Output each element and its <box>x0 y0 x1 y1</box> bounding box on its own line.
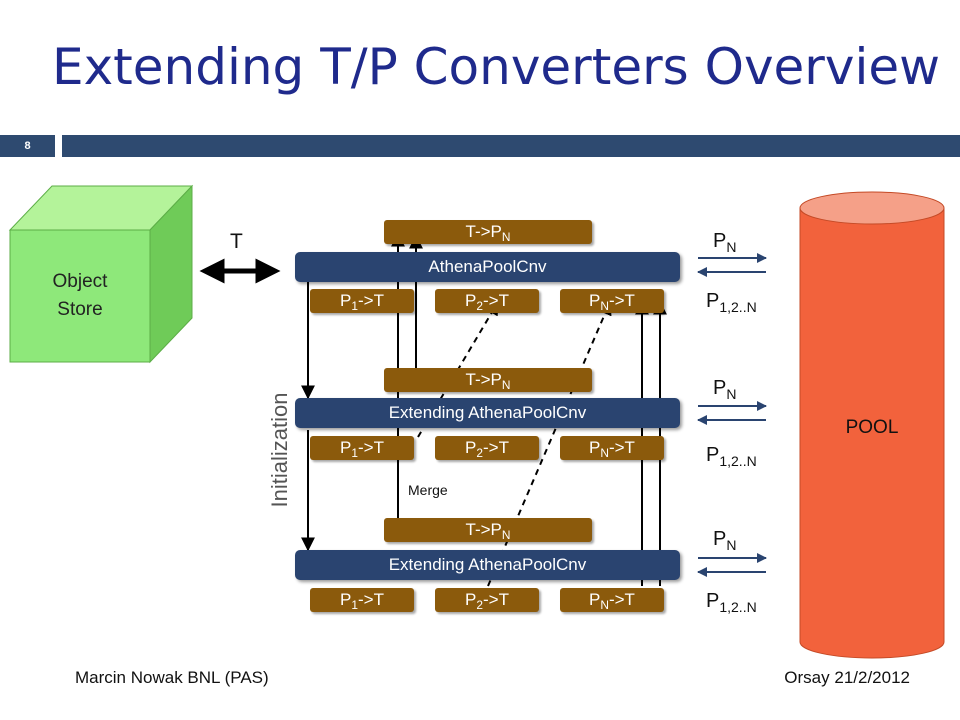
tier3-pn-label: PN <box>713 528 737 553</box>
tier2-p1-post: ->T <box>357 438 384 457</box>
tier2-pn-pre: P <box>589 438 601 457</box>
footer-date: Orsay 21/2/2012 <box>784 668 910 687</box>
object-store-line2: Store <box>57 299 103 320</box>
tier3-pn-box: PN->T <box>560 588 664 612</box>
tier1-p2-post: ->T <box>482 291 509 310</box>
tier2-p12n-label: P1,2..N <box>706 444 757 469</box>
tier1-p12n-label: P1,2..N <box>706 290 757 315</box>
tier3-converter-label: Extending AthenaPoolCnv <box>388 555 587 574</box>
exchange-arrows-1 <box>697 253 767 277</box>
tier1-p1-box: P1->T <box>310 289 414 313</box>
dashed-arrow-2 <box>487 300 612 587</box>
tier2-pn-sub: N <box>600 446 609 461</box>
pool-cylinder <box>799 191 945 659</box>
tier1-p2-sub: 2 <box>476 299 483 314</box>
object-store-line1: Object <box>52 271 108 292</box>
tier3-p2-post: ->T <box>482 590 509 609</box>
tier1-pn-label: PN <box>713 230 737 255</box>
tier2-p1-sub: 1 <box>351 446 358 461</box>
tier1-pn-pre: P <box>589 291 601 310</box>
tier3-p1-post: ->T <box>357 590 384 609</box>
object-store-label: Object Store <box>10 268 150 324</box>
tier1-p1-post: ->T <box>357 291 384 310</box>
tier3-pn-post: ->T <box>608 590 635 609</box>
initialization-label: Initialization <box>267 392 292 508</box>
tier2-converter-label: Extending AthenaPoolCnv <box>388 403 587 422</box>
tier2-p1-pre: P <box>340 438 352 457</box>
tier3-pn-sub: N <box>600 598 609 613</box>
pool-label: POOL <box>845 417 899 438</box>
tier2-p2-post: ->T <box>482 438 509 457</box>
tier2-p2-pre: P <box>465 438 477 457</box>
object-store-cube <box>8 184 194 364</box>
tier3-t-to-pn-main: T->P <box>465 520 502 539</box>
page-number: 8 <box>24 140 31 152</box>
tier2-t-to-pn-sub: N <box>501 378 511 393</box>
merge-label: Merge <box>408 482 448 498</box>
exchange-arrows-2 <box>697 401 767 425</box>
tier2-pn-label: PN <box>713 377 737 402</box>
tier1-t-to-pn-sub: N <box>501 230 511 245</box>
tier1-p2-box: P2->T <box>435 289 539 313</box>
tier3-p2-box: P2->T <box>435 588 539 612</box>
tier2-t-to-pn-box: T->PN <box>384 368 592 392</box>
tier2-converter-box: Extending AthenaPoolCnv <box>295 398 680 428</box>
tier1-p2-pre: P <box>465 291 477 310</box>
tier2-p1-box: P1->T <box>310 436 414 460</box>
t-label: T <box>230 230 243 253</box>
header-bar <box>62 135 960 157</box>
tier1-t-to-pn-box: T->PN <box>384 220 592 244</box>
tier3-p1-sub: 1 <box>351 598 358 613</box>
tier3-p1-box: P1->T <box>310 588 414 612</box>
tier2-t-to-pn-main: T->P <box>465 370 502 389</box>
tier2-pn-post: ->T <box>608 438 635 457</box>
footer-author: Marcin Nowak BNL (PAS) <box>75 668 269 687</box>
tier1-p1-pre: P <box>340 291 352 310</box>
tier3-p2-sub: 2 <box>476 598 483 613</box>
tier3-t-to-pn-sub: N <box>501 528 511 543</box>
tier1-converter-box: AthenaPoolCnv <box>295 252 680 282</box>
tier3-p1-pre: P <box>340 590 352 609</box>
tier2-p2-box: P2->T <box>435 436 539 460</box>
tier1-pn-post: ->T <box>608 291 635 310</box>
tier2-pn-box: PN->T <box>560 436 664 460</box>
tier1-converter-label: AthenaPoolCnv <box>428 257 547 276</box>
page-number-bar <box>0 135 55 157</box>
tier3-pn-pre: P <box>589 590 601 609</box>
tier3-converter-box: Extending AthenaPoolCnv <box>295 550 680 580</box>
tier3-p12n-label: P1,2..N <box>706 590 757 615</box>
tier1-p1-sub: 1 <box>351 299 358 314</box>
tier1-t-to-pn-main: T->P <box>465 222 502 241</box>
tier3-p2-pre: P <box>465 590 477 609</box>
exchange-arrows-3 <box>697 553 767 577</box>
tier2-p2-sub: 2 <box>476 446 483 461</box>
tier1-pn-sub: N <box>600 299 609 314</box>
slide-title: Extending T/P Converters Overview <box>52 38 940 96</box>
tier1-pn-box: PN->T <box>560 289 664 313</box>
tier3-t-to-pn-box: T->PN <box>384 518 592 542</box>
